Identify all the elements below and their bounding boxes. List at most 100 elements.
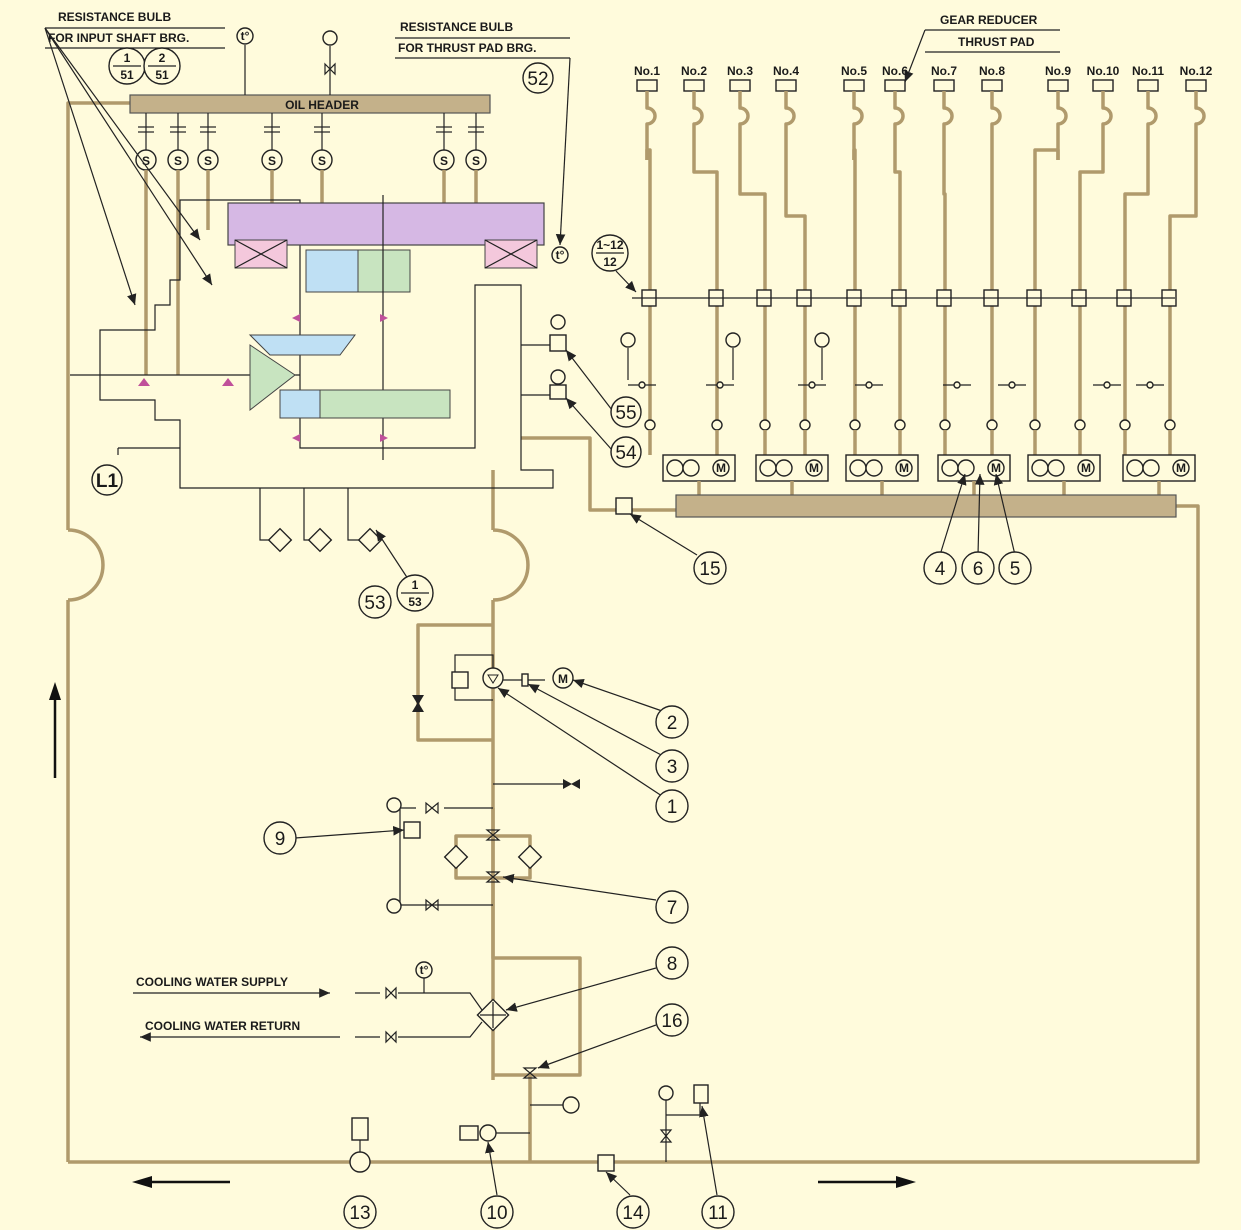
thrust-pad	[729, 79, 751, 92]
drain-filters	[259, 488, 383, 553]
thrust-pad	[683, 79, 705, 92]
pad-label: No.10	[1087, 64, 1120, 78]
svg-text:t°: t°	[241, 29, 250, 43]
thrust-pad	[1137, 79, 1159, 92]
svg-text:15: 15	[699, 559, 720, 580]
strainer-label: S	[318, 154, 326, 168]
pad-label: No.3	[727, 64, 753, 78]
pad-label: No.8	[979, 64, 1005, 78]
pad-label: No.12	[1180, 64, 1213, 78]
svg-text:51: 51	[155, 68, 169, 82]
motor-label: M	[991, 461, 1001, 475]
svg-text:RESISTANCE BULB: RESISTANCE BULB	[400, 20, 513, 34]
svg-text:RESISTANCE BULB: RESISTANCE BULB	[58, 10, 171, 24]
oil-cooler: t° COOLING WATER SUPPLY COOLING WATER RE…	[133, 946, 689, 1114]
svg-text:1: 1	[412, 578, 419, 592]
resistance-bulb-input-label: RESISTANCE BULB FOR INPUT SHAFT BRG. 1 5…	[44, 10, 225, 306]
svg-text:FOR THRUST PAD BRG.: FOR THRUST PAD BRG.	[398, 41, 536, 55]
svg-text:1: 1	[667, 797, 678, 818]
pad-label: No.7	[931, 64, 957, 78]
thrust-pad	[981, 79, 1003, 92]
svg-text:13: 13	[349, 1203, 370, 1224]
svg-text:8: 8	[667, 954, 678, 975]
motor-label: M	[1176, 461, 1186, 475]
thrust-pad	[775, 79, 797, 92]
strainer-label: S	[268, 154, 276, 168]
pad-label: No.9	[1045, 64, 1071, 78]
thrust-pad	[884, 79, 906, 92]
svg-text:t°: t°	[556, 248, 565, 262]
pad-label: No.2	[681, 64, 707, 78]
pad-label: No.4	[773, 64, 799, 78]
thrust-pad	[843, 79, 865, 92]
balloons-4-6-5: 4 6 5	[923, 473, 1032, 585]
strainer-label: S	[440, 154, 448, 168]
main-pump-unit: M 2 3 1	[412, 654, 689, 823]
svg-text:14: 14	[622, 1203, 644, 1224]
balloons-53: 53 1 53	[358, 529, 434, 619]
level-indicator: L1	[91, 447, 180, 496]
strainer-label: S	[142, 154, 150, 168]
motor-label: M	[1081, 461, 1091, 475]
pump-manifold	[675, 494, 1177, 518]
gear-reducer-label: GEAR REDUCER THRUST PAD	[904, 13, 1060, 83]
gearbox	[70, 195, 554, 489]
header-instruments: t°	[236, 27, 338, 95]
svg-text:11: 11	[708, 1203, 728, 1224]
strainer-label: S	[472, 154, 480, 168]
pressure-switch-55-54: 55 54	[521, 314, 642, 468]
svg-text:t°: t°	[420, 963, 429, 977]
thrust-pad	[933, 79, 955, 92]
svg-text:12: 12	[603, 255, 617, 269]
gear-housing-top	[227, 202, 545, 246]
pad-label: No.1	[634, 64, 660, 78]
svg-text:4: 4	[935, 559, 946, 580]
svg-text:7: 7	[667, 898, 678, 919]
svg-text:2: 2	[159, 51, 166, 65]
svg-text:GEAR REDUCER: GEAR REDUCER	[940, 13, 1038, 27]
svg-text:51: 51	[120, 68, 134, 82]
svg-text:2: 2	[667, 713, 678, 734]
svg-text:16: 16	[661, 1011, 682, 1032]
svg-text:1: 1	[124, 51, 131, 65]
pad-label: No.6	[882, 64, 908, 78]
svg-text:3: 3	[667, 757, 678, 778]
motor-label: M	[716, 461, 726, 475]
svg-text:COOLING WATER RETURN: COOLING WATER RETURN	[145, 1019, 300, 1033]
duplex-filter: 9 7	[263, 797, 689, 924]
resistance-bulb-thrust-label: RESISTANCE BULB FOR THRUST PAD BRG. 52 t…	[395, 20, 571, 264]
motor-label: M	[899, 461, 909, 475]
pad-label: No.11	[1132, 64, 1164, 78]
oil-header: OIL HEADER	[129, 94, 491, 114]
svg-text:10: 10	[486, 1203, 507, 1224]
svg-text:55: 55	[615, 403, 636, 424]
level-label: L1	[96, 471, 119, 492]
thrust-pad	[1185, 79, 1207, 92]
pad-label: No.5	[841, 64, 867, 78]
oil-header-label: OIL HEADER	[285, 98, 359, 112]
svg-text:5: 5	[1010, 559, 1021, 580]
svg-text:9: 9	[275, 829, 286, 850]
svg-text:54: 54	[615, 443, 637, 464]
svg-text:M: M	[558, 672, 568, 686]
thrust-pad	[636, 79, 658, 92]
thrust-pad-lines: No.1 No.2 No.3 No.4 No.5 No.6 No.7 No.8 No.9 No.1…	[620, 64, 1213, 495]
fraction-1-12: 1~12 12	[591, 234, 637, 293]
strainer-label: S	[204, 154, 212, 168]
flow-arrows	[49, 682, 916, 1188]
svg-text:1~12: 1~12	[596, 238, 623, 252]
svg-text:6: 6	[973, 559, 984, 580]
strainer-label: S	[174, 154, 182, 168]
motor-label: M	[809, 461, 819, 475]
thrust-pad	[1047, 79, 1069, 92]
svg-text:52: 52	[527, 69, 548, 90]
thrust-pad	[1092, 79, 1114, 92]
svg-text:53: 53	[364, 593, 385, 614]
svg-text:THRUST PAD: THRUST PAD	[958, 35, 1035, 49]
svg-text:53: 53	[408, 595, 422, 609]
svg-text:FOR INPUT SHAFT BRG.: FOR INPUT SHAFT BRG.	[48, 31, 189, 45]
bottom-instruments: 13 10 14 11	[343, 1084, 735, 1229]
svg-text:COOLING WATER SUPPLY: COOLING WATER SUPPLY	[136, 975, 288, 989]
